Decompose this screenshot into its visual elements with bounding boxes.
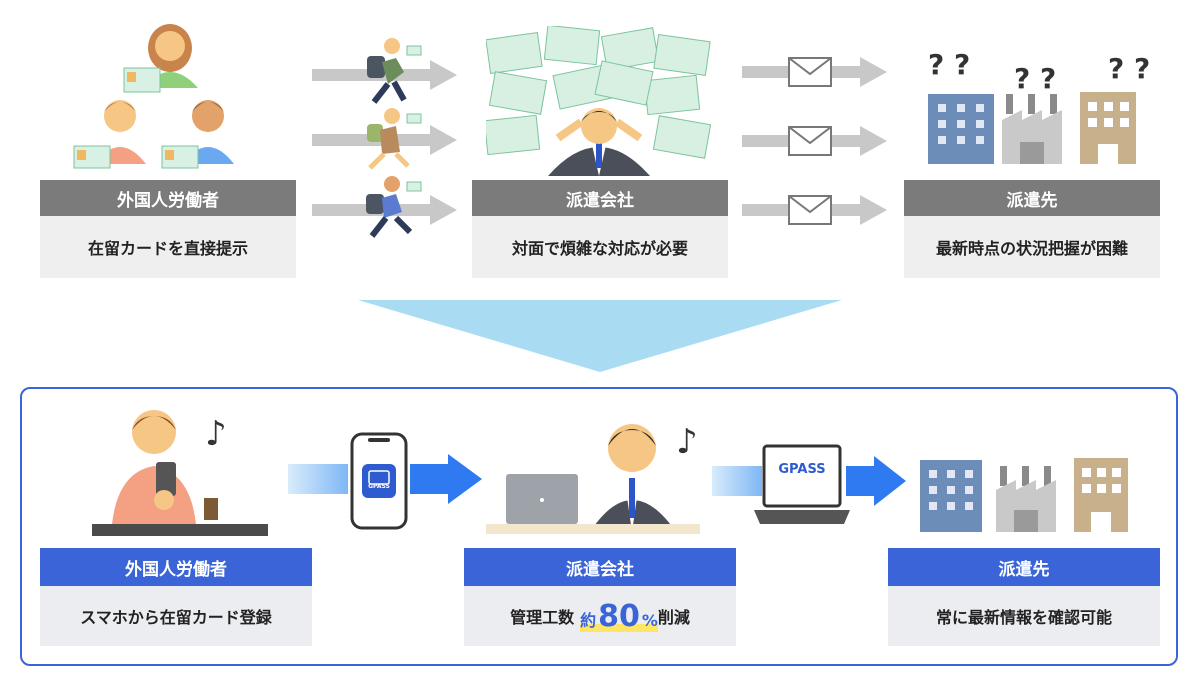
after-agency-desc: 管理工数 約 80 % 削減 (464, 586, 736, 646)
before-agency-desc: 対面で煩雑な対応が必要 (472, 216, 728, 278)
factory-icon (996, 466, 1056, 532)
music-note-icon: ♪ (205, 414, 227, 454)
after-worker-desc: スマホから在留カード登録 (40, 586, 312, 646)
agency-at-desk-illustration (486, 424, 700, 534)
agency-desc-suffix: 削減 (657, 608, 690, 627)
man-worker-icon (73, 100, 146, 169)
worker-group-illustration (73, 24, 234, 169)
businessman-at-laptop-icon (486, 424, 700, 534)
after-agency-title: 派遣会社 (464, 548, 736, 586)
after-worker-title: 外国人労働者 (40, 548, 312, 586)
blue-arrow-icon (846, 456, 906, 506)
reduction-highlight: 約 80 % (580, 599, 658, 634)
gradient-arrow-icon (288, 464, 348, 494)
laptop-icon (754, 444, 850, 524)
reduction-unit: % (641, 610, 658, 630)
factory-icon (1002, 94, 1062, 164)
blue-arrow-icon (410, 454, 482, 504)
envelope-icon (788, 195, 832, 225)
before-client-title: 派遣先 (904, 180, 1160, 216)
woman-worker-icon (123, 24, 198, 93)
office-building-icon (928, 94, 994, 164)
question-marks-right: ? ? (1108, 52, 1151, 85)
man-worker-icon (161, 100, 234, 169)
before-worker-desc: 在留カードを直接提示 (40, 216, 296, 278)
music-note-icon: ♪ (676, 422, 698, 462)
client-buildings-illustration (928, 92, 1136, 164)
running-man-icon (366, 176, 422, 238)
after-client-desc: 常に最新情報を確認可能 (888, 586, 1160, 646)
worker-with-phone-illustration (92, 410, 268, 536)
app-icon-label: GPASS (368, 483, 390, 490)
office-building-icon (920, 460, 982, 532)
question-marks-middle: ? ? (1014, 62, 1057, 95)
before-worker-title: 外国人労働者 (40, 180, 296, 216)
residence-card-pile-icon (486, 26, 712, 159)
envelope-icon (788, 126, 832, 156)
running-woman-icon (367, 108, 422, 170)
stressed-businessman-icon (548, 108, 650, 176)
question-marks-left: ? ? (928, 48, 971, 81)
before-client-desc: 最新時点の状況把握が困難 (904, 216, 1160, 278)
reduction-value: 80 (598, 598, 640, 634)
agency-desc-prefix: 管理工数 (510, 608, 575, 627)
apartment-building-icon (1074, 458, 1128, 532)
running-man-icon (367, 38, 422, 104)
laptop-screen-label: GPASS (778, 462, 826, 477)
before-agency-title: 派遣会社 (472, 180, 728, 216)
smartphone-user-icon (92, 410, 268, 536)
running-workers-illustration (312, 38, 457, 238)
client-buildings-after-illustration (920, 458, 1128, 532)
transition-down-arrow (358, 300, 842, 372)
envelope-icon (788, 57, 832, 87)
overwhelmed-agency-illustration (486, 26, 712, 176)
gradient-arrow-icon (712, 466, 762, 496)
apartment-building-icon (1080, 92, 1136, 164)
mail-arrows-illustration (742, 57, 887, 225)
smartphone-app-icon (350, 432, 408, 530)
after-panel (20, 387, 1178, 666)
after-client-title: 派遣先 (888, 548, 1160, 586)
reduction-approx: 約 (580, 610, 597, 630)
